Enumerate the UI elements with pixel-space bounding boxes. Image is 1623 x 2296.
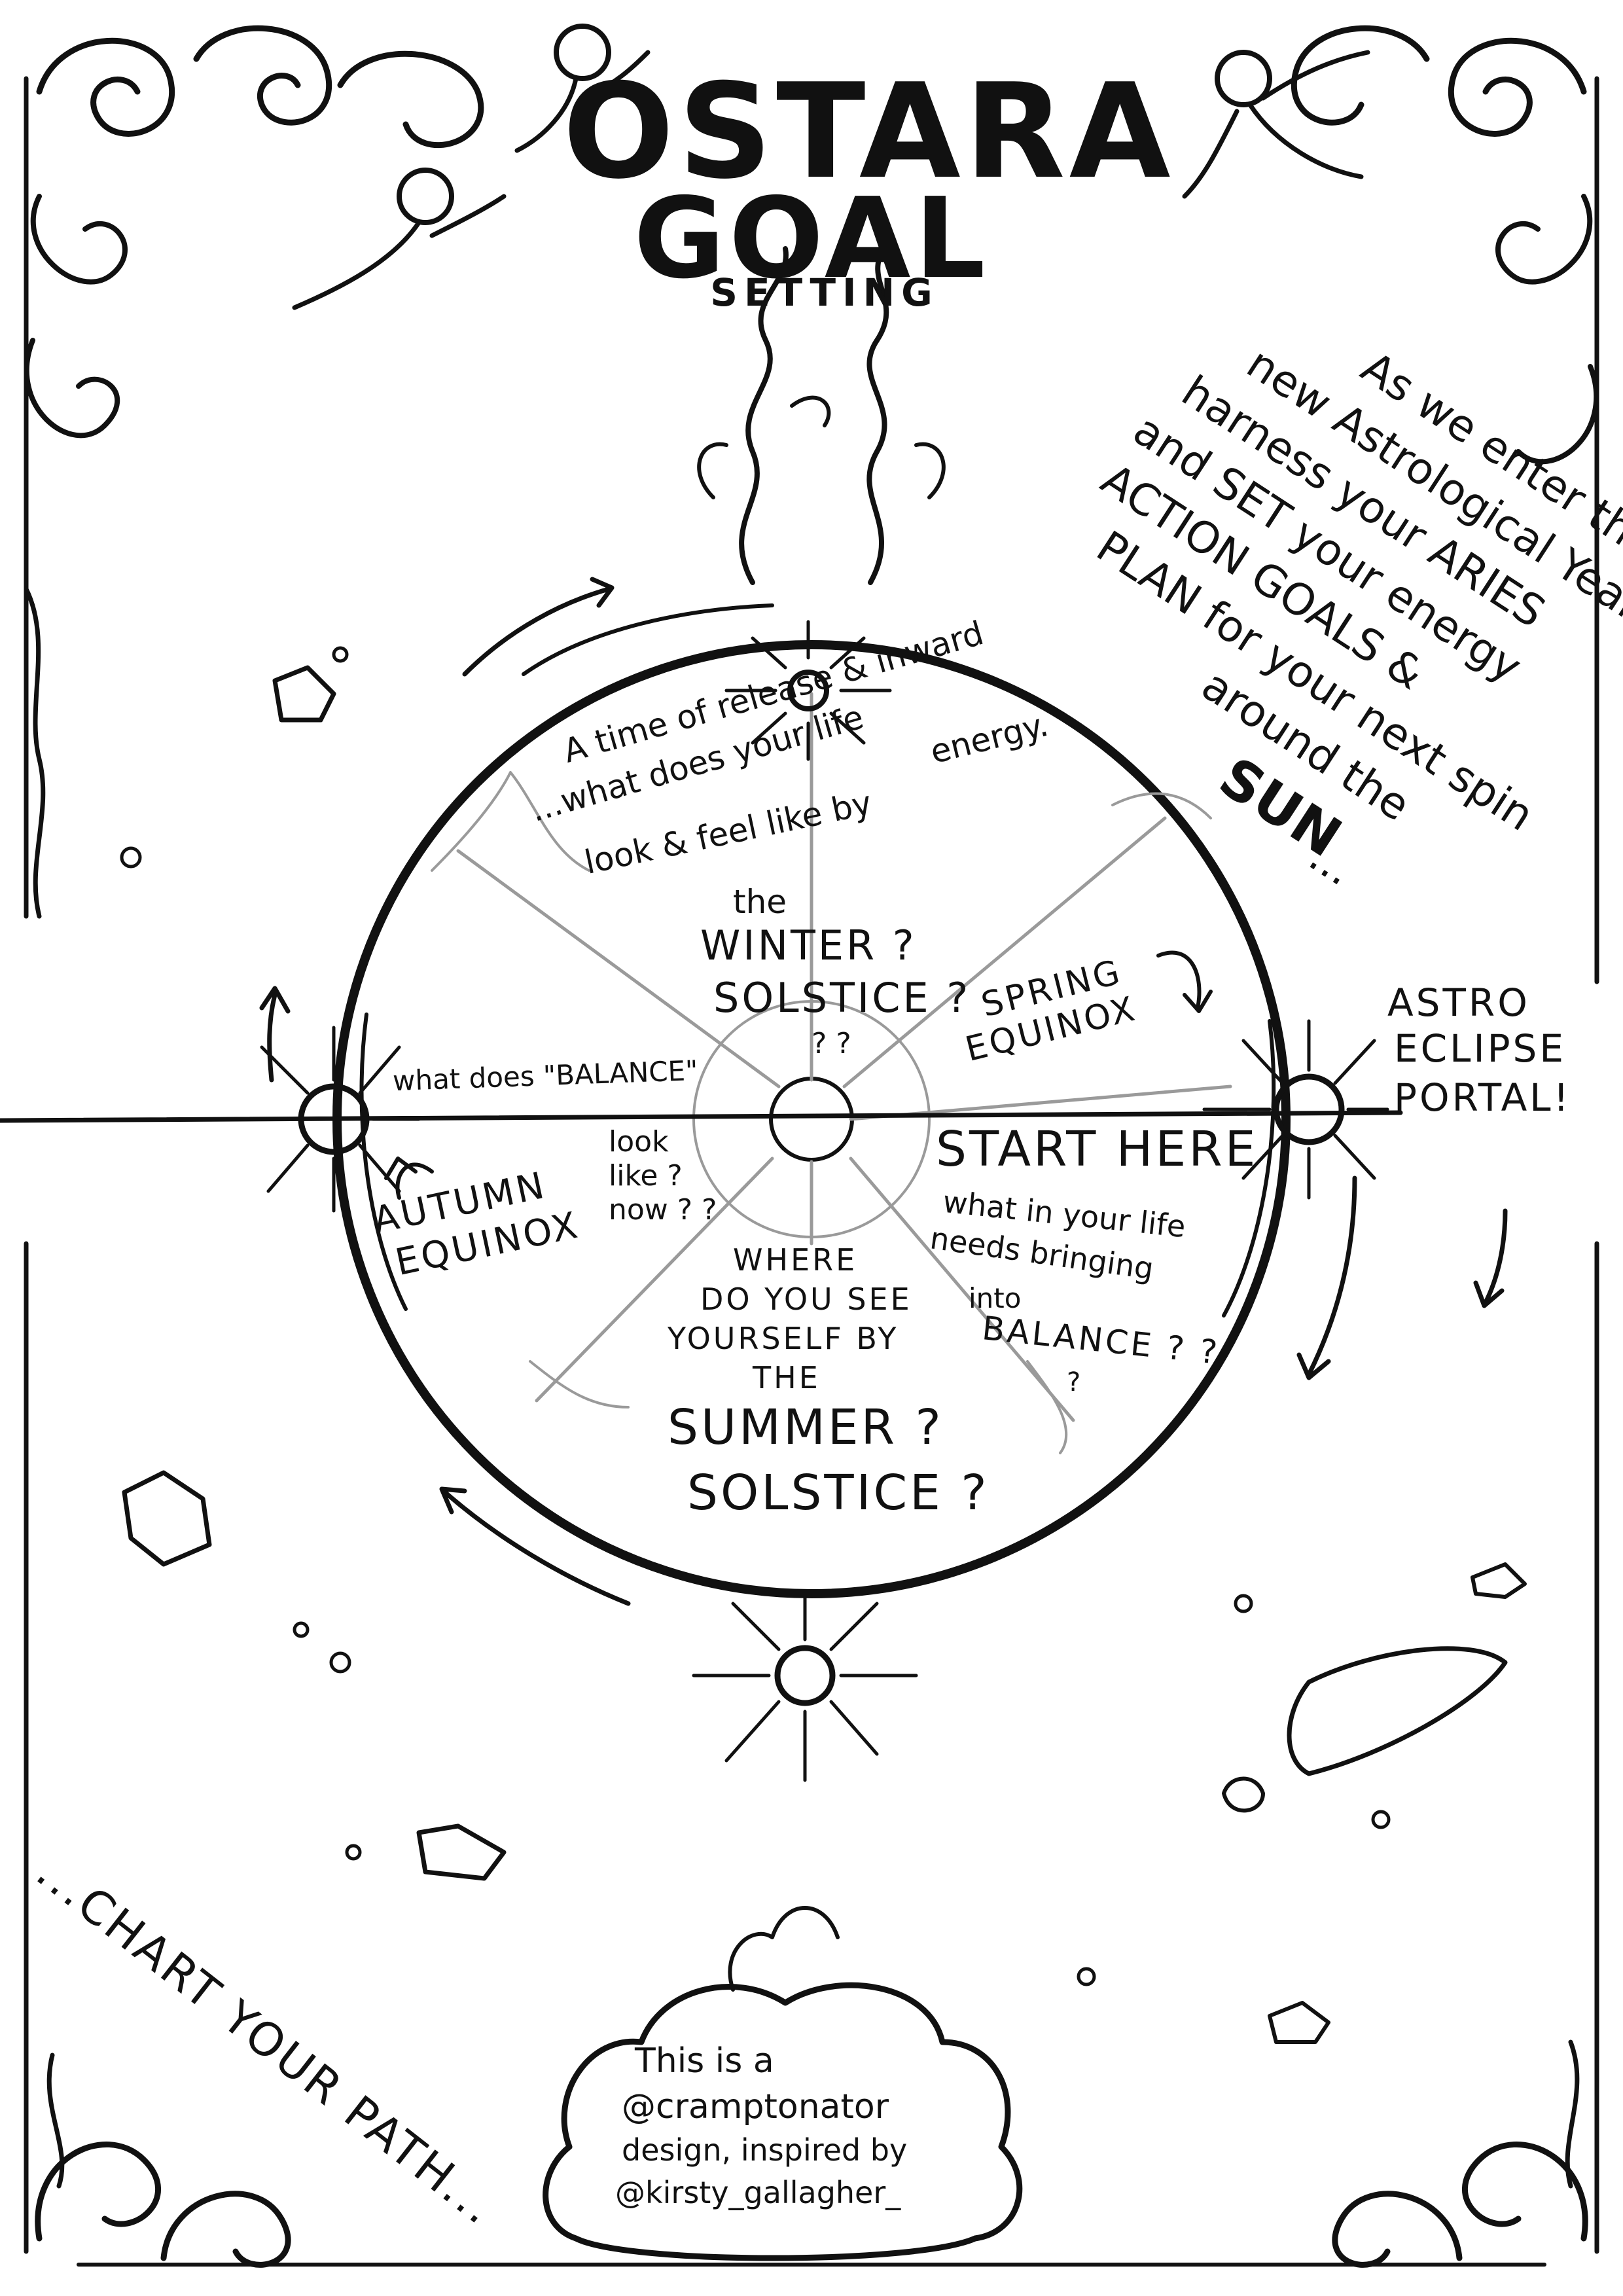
credit-line-2: @cramptonator <box>622 2087 889 2126</box>
horizon-line <box>0 1110 1403 1123</box>
summer-line-3: YOURSELF BY <box>668 1321 899 1356</box>
page-title: OSTARA <box>563 56 1175 208</box>
decorative-border <box>24 25 1599 2268</box>
floating-rocks <box>120 646 1527 2044</box>
sun-top-star <box>724 620 892 761</box>
bringing-line-3: into <box>969 1282 1022 1314</box>
sun-right-star <box>1202 1019 1389 1200</box>
summer-line-1: WHERE <box>733 1242 858 1278</box>
start-here-label: START HERE <box>936 1121 1258 1177</box>
pointer-arrows <box>384 950 1213 1200</box>
winter-question: A time of release & inward energy. ...wh… <box>526 614 1060 1073</box>
balance-look: look <box>609 1125 669 1158</box>
page-subtitle: SETTING <box>710 270 939 315</box>
credit-line-4: @kirsty_gallagher_ <box>615 2175 901 2210</box>
credit-line-3: design, inspired by <box>622 2132 908 2168</box>
portal-line-3: PORTAL! <box>1394 1075 1571 1120</box>
balance-now: now ? ? <box>609 1193 717 1227</box>
credit-cloud <box>543 1906 1023 2261</box>
winter-line-2: energy. <box>926 705 1052 772</box>
summer-line-4: THE <box>753 1360 821 1395</box>
balance-like: like ? <box>609 1159 683 1193</box>
winter-line-5: the <box>733 883 787 921</box>
smoke-stream <box>697 246 946 585</box>
summer-question: WHERE DO YOU SEE YOURSELF BY THE SUMMER … <box>654 1242 995 1571</box>
page-title-goal: GOAL <box>633 174 990 304</box>
sun-bottom-star <box>692 1595 918 1782</box>
summer-line-5: SUMMER ? <box>668 1399 944 1456</box>
bringing-line-5: ? <box>1067 1367 1081 1397</box>
credit-line-1: This is a <box>635 2041 774 2081</box>
summer-line-6: SOLSTICE ? <box>687 1465 990 1521</box>
portal-line-1: ASTRO <box>1387 980 1530 1025</box>
winter-line-6: WINTER ? <box>700 922 917 969</box>
bringing-line-4: BALANCE ? ? <box>980 1309 1222 1372</box>
credit-text: This is a @cramptonator design, inspired… <box>615 2042 982 2238</box>
rotation-arrows <box>259 577 1508 1606</box>
bringing-balance-question: what in your life needs bringing into BA… <box>928 1184 1270 1414</box>
balance-question-bottom: look like ? now ? ? <box>602 1126 733 1257</box>
winter-line-8: ? ? <box>812 1027 851 1060</box>
stick-figures <box>292 24 1370 310</box>
summer-line-2: DO YOU SEE <box>700 1282 912 1317</box>
winter-line-7: SOLSTICE ? <box>713 974 971 1022</box>
astro-eclipse-portal-label: ASTRO ECLIPSE PORTAL! <box>1381 982 1603 1152</box>
portal-line-2: ECLIPSE <box>1394 1026 1567 1071</box>
